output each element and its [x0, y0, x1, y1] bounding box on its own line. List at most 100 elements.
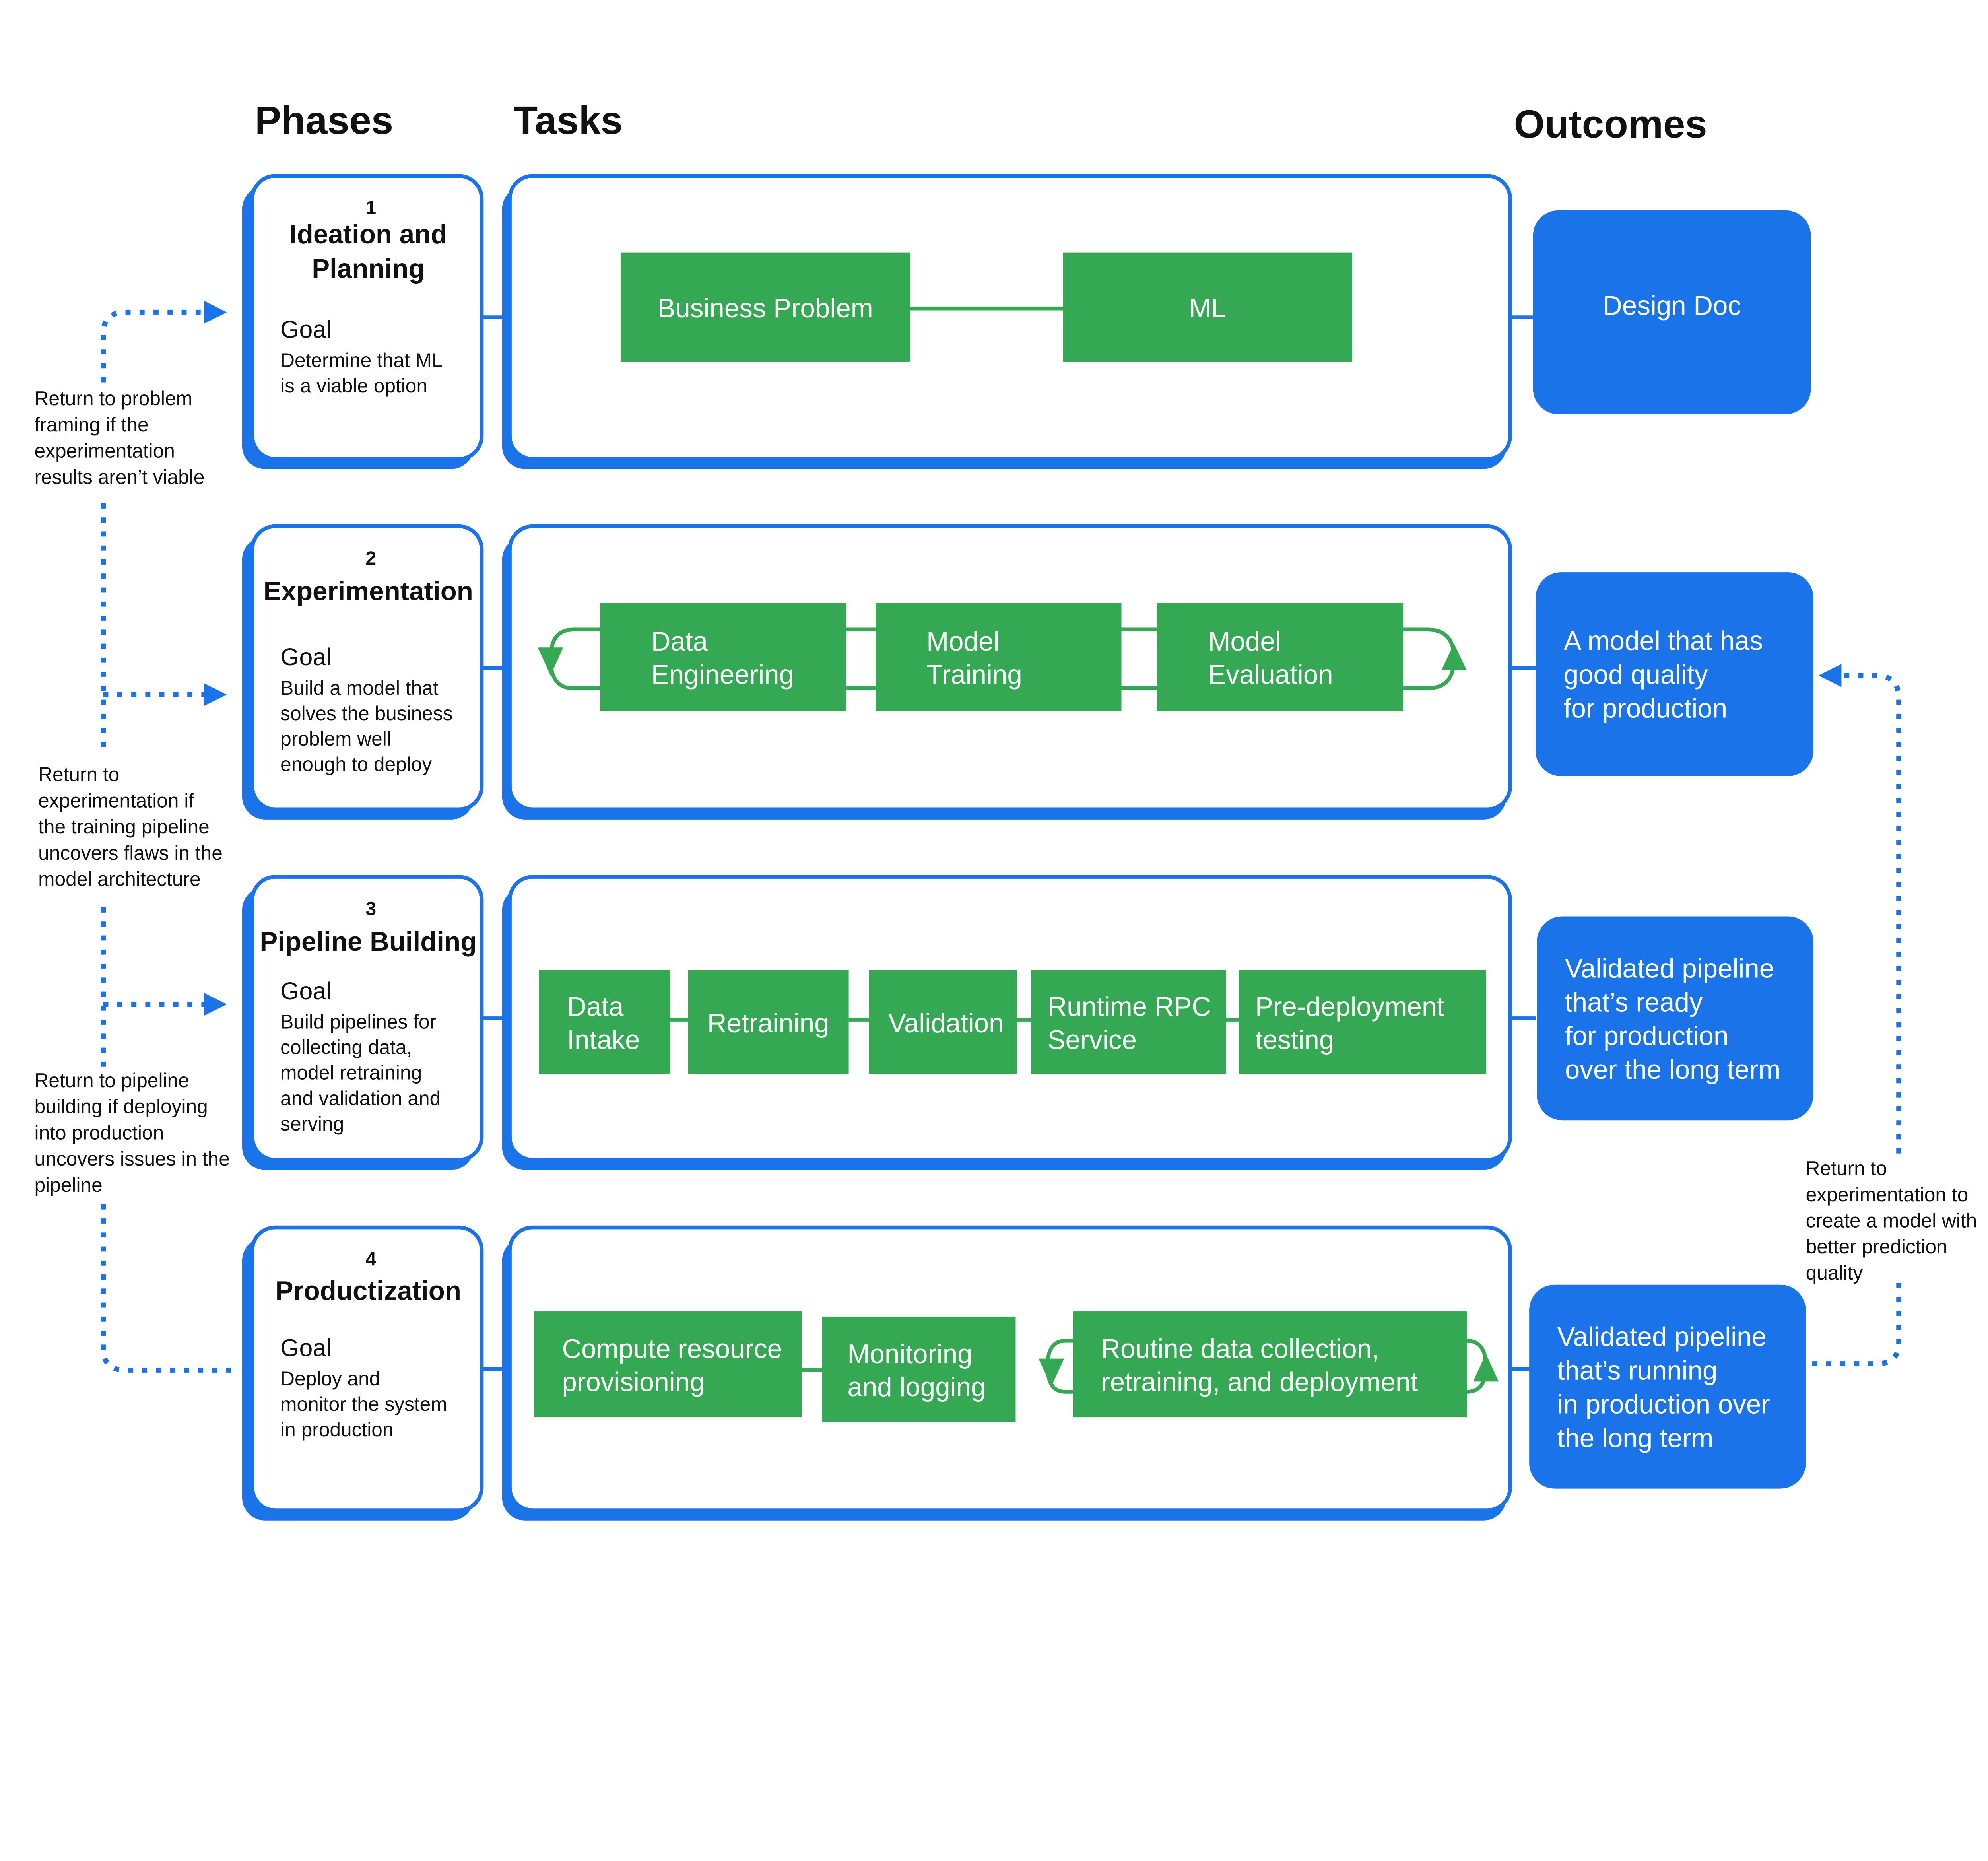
goal-text-line: collecting data,	[280, 1036, 412, 1059]
task-box-bg	[875, 603, 1122, 711]
arrowhead-icon	[204, 993, 227, 1016]
note-return-pipeline-line: building if deploying	[35, 1096, 208, 1118]
note-return-problem-line: results aren’t viable	[35, 466, 205, 488]
task-box-bg	[1157, 603, 1403, 711]
outcome-label: Validated pipeline that’s ready for produc…	[1565, 954, 1780, 1085]
task-label-line: Model	[1208, 627, 1281, 657]
outcome-label-line: for production	[1565, 1021, 1729, 1051]
task-label-line: Training	[926, 660, 1022, 690]
arrowhead-icon	[204, 301, 227, 324]
note-return-pipeline-line: Return to pipeline	[35, 1069, 189, 1092]
phase-title: Experimentation	[264, 577, 473, 606]
task-box-bg	[1239, 970, 1486, 1074]
task-box-bg	[539, 970, 670, 1074]
task-label-line: Intake	[567, 1025, 640, 1055]
outcome-label-line: in production over	[1557, 1389, 1770, 1419]
goal-text-line: monitor the system	[280, 1393, 447, 1415]
goal-text-line: and validation and	[280, 1087, 441, 1109]
phase-title: Pipeline Building	[260, 927, 477, 957]
feedback-dotted-line	[101, 309, 204, 383]
outcome-label: Design Doc	[1603, 291, 1741, 321]
goal-text-line: Deploy and	[280, 1368, 380, 1390]
phase-number: 4	[365, 1249, 376, 1270]
arrowhead-icon	[1039, 1358, 1064, 1387]
note-return-experimentation-line: Return to	[38, 763, 119, 786]
phase-box	[250, 174, 484, 461]
task-box-bg	[534, 1311, 802, 1418]
goal-text-line: is a viable option	[280, 375, 427, 397]
note-return-pipeline-line: into production	[35, 1121, 164, 1144]
task-label-line: ML	[1189, 293, 1226, 323]
note-return-experimentation-line: experimentation if	[38, 789, 194, 812]
feedback-dotted-line	[1841, 673, 1902, 1154]
task-label-line: Runtime RPC	[1048, 992, 1211, 1022]
task-box: Routine data collection,retraining, and …	[1073, 1311, 1467, 1418]
task-box-bg	[1073, 1311, 1467, 1418]
outcome-box-bg	[1533, 210, 1811, 414]
note-return-pipeline-line: pipeline	[35, 1174, 103, 1196]
task-label-line: Model	[926, 627, 999, 657]
note-return-problem-line: Return to problem	[35, 387, 192, 410]
outcome-label-line: that’s ready	[1565, 987, 1703, 1017]
arrowhead-icon	[1441, 643, 1467, 670]
goal-text-line: Build pipelines for	[280, 1011, 436, 1033]
task-box: Validation	[869, 970, 1017, 1074]
task-label-line: Routine data collection,	[1101, 1334, 1379, 1364]
goal-text-line: in production	[280, 1418, 393, 1441]
task-box-bg	[688, 970, 849, 1074]
goal-text-line: problem well	[280, 728, 391, 750]
note-return-experimentation-line: model architecture	[38, 868, 200, 890]
task-label-line: and logging	[847, 1372, 986, 1402]
task-box-bg	[822, 1316, 1016, 1422]
outcome-label-line: over the long term	[1565, 1055, 1780, 1085]
goal-label: Goal	[280, 643, 332, 670]
task-box-bg	[1063, 252, 1352, 362]
goal-text-line: Build a model that	[280, 677, 439, 699]
task-label-line: Data	[651, 627, 708, 657]
task-label-line: Validation	[888, 1008, 1004, 1038]
goal-text-line: solves the business	[280, 702, 452, 725]
feedback-dotted-line	[1812, 1274, 1902, 1366]
goal-text-line: serving	[280, 1113, 344, 1135]
task-label-line: Compute resource	[562, 1334, 782, 1364]
note-return-pipeline-line: uncovers issues in the	[35, 1148, 230, 1170]
outcome-label-line: that’s running	[1557, 1356, 1718, 1386]
outcome-label-line: the long term	[1557, 1423, 1714, 1453]
goal-label: Goal	[280, 977, 332, 1004]
outcome-label-line: Validated pipeline	[1565, 954, 1774, 983]
header-phases: Phases	[255, 99, 393, 143]
header-tasks: Tasks	[514, 99, 623, 143]
task-label: Retraining	[707, 1008, 829, 1038]
phase-title-line: Planning	[312, 254, 425, 284]
note-return-pipeline: Return to pipeline building if deploying i…	[35, 1069, 230, 1196]
note-return-better-model-line: experimentation to	[1806, 1183, 1969, 1206]
note-return-problem-line: framing if the	[35, 414, 149, 436]
feedback-dotted-line	[101, 1204, 240, 1373]
arrowhead-icon	[1473, 1353, 1499, 1382]
outcome-label-line: Design Doc	[1603, 291, 1741, 321]
outcome-label-line: for production	[1564, 694, 1728, 723]
goal-text: Deploy and monitor the system in productio…	[280, 1368, 447, 1441]
phase-title-line: Ideation and	[289, 220, 447, 249]
task-box-bg	[620, 252, 910, 362]
